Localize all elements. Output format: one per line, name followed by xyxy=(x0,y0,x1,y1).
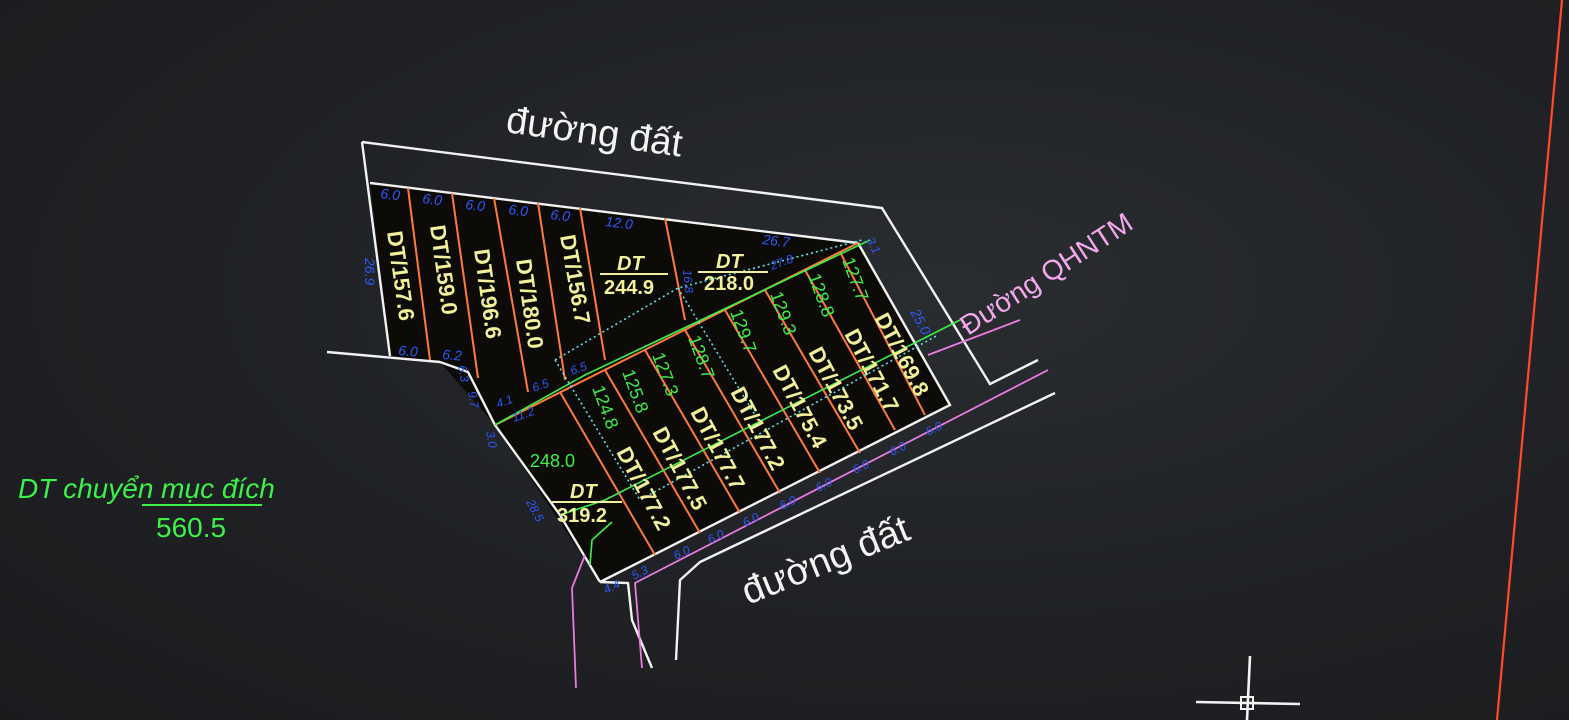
large-lot-3-area: 319.2 xyxy=(557,505,607,527)
upper-lot-dividers xyxy=(407,187,686,393)
planned-road-line-2 xyxy=(927,319,1021,356)
planned-road-line-3 xyxy=(571,554,586,689)
dim-4-1: 4.1 xyxy=(494,392,514,411)
summary-title: DT chuyển mục đích xyxy=(18,473,275,504)
dim-9-7: 9.7 xyxy=(465,390,482,410)
top-width-1: 6.0 xyxy=(380,185,401,203)
top-road-outline xyxy=(361,140,1039,386)
green-conversion-line-3 xyxy=(589,521,613,566)
lower-lot-dividers xyxy=(559,251,926,556)
left-side-length: 26.9 xyxy=(362,257,378,285)
lower-lot-top-divider xyxy=(494,242,859,426)
green-area-label: 248.0 xyxy=(530,451,575,471)
lower-width-10: 6.0 xyxy=(923,419,944,439)
lower-width-9: 6.0 xyxy=(887,439,908,459)
cyan-dashed-line-2 xyxy=(554,334,939,502)
top-right-width: 26.7 xyxy=(761,231,792,250)
lower-width-2: 5.3 xyxy=(629,563,650,583)
lower-width-4: 6.0 xyxy=(705,527,726,547)
top-width-5: 6.0 xyxy=(550,206,571,224)
top-lot-boundary xyxy=(369,181,859,245)
lower-width-5: 6.0 xyxy=(740,510,761,530)
rear-width-1: 6.0 xyxy=(398,342,419,360)
lower-width-6: 6.0 xyxy=(777,493,798,513)
left-boundary xyxy=(360,141,392,357)
planned-road-label: Đường QHNTM xyxy=(954,207,1138,341)
subdivision-area xyxy=(370,183,950,582)
top-road-label: đường đất xyxy=(504,99,686,165)
rear-width-2: 6.2 xyxy=(442,346,463,364)
bottom-road-edge-2 xyxy=(599,580,654,669)
dim-6-3: 6.3 xyxy=(455,364,472,383)
top-width-6: 12.0 xyxy=(605,213,634,232)
right-side-length: 25.0 xyxy=(907,305,934,338)
dim-6-5b: 6.5 xyxy=(568,359,589,378)
top-width-3: 6.0 xyxy=(465,196,486,214)
green-conversion-line-2 xyxy=(559,319,961,516)
large-lot-2-prefix: DT xyxy=(716,251,744,273)
dim-3-0: 3.0 xyxy=(483,430,500,449)
dim-16-8: 16.8 xyxy=(680,269,696,294)
viewport-border-line xyxy=(1495,0,1564,720)
top-width-2: 6.0 xyxy=(422,190,443,208)
bottom-road-label: đường đất xyxy=(736,508,916,613)
top-width-4: 6.0 xyxy=(508,201,529,219)
planned-road-line-1 xyxy=(634,369,1049,669)
lower-width-3: 6.0 xyxy=(671,543,692,563)
large-lot-2-area: 218.0 xyxy=(704,273,754,295)
lower-width-1: 4.4 xyxy=(601,577,622,597)
summary-value: 560.5 xyxy=(156,512,226,543)
corner-length: 3.1 xyxy=(863,235,883,256)
right-lot-boundary xyxy=(599,242,952,584)
dim-28-5: 28.5 xyxy=(523,496,547,524)
cad-crosshair-icon xyxy=(1195,655,1301,720)
large-lot-3-prefix: DT xyxy=(570,481,598,503)
lower-width-8: 6.0 xyxy=(850,457,871,477)
left-stub xyxy=(326,350,441,364)
bottom-road-edge-1 xyxy=(674,391,1056,661)
dim-6-5a: 6.5 xyxy=(530,376,551,395)
lower-frontage-dims: 4.4 5.3 6.0 6.0 6.0 6.0 6.0 6.0 6.0 6.0 xyxy=(601,419,944,597)
large-lot-1-prefix: DT xyxy=(617,253,645,275)
lower-width-7: 6.0 xyxy=(813,475,834,495)
green-conversion-line xyxy=(494,239,871,426)
large-lot-1-area: 244.9 xyxy=(604,277,654,299)
